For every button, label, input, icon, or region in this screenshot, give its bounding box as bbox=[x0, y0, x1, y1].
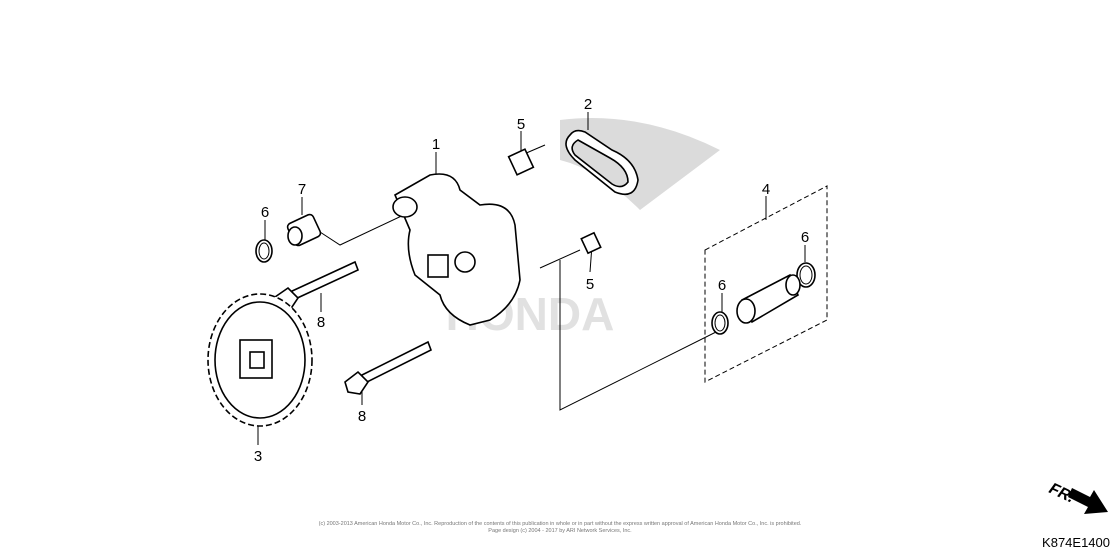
diagram-code: K874E1400 bbox=[1042, 535, 1110, 550]
front-arrow-icon: FR. bbox=[1046, 480, 1108, 514]
driven-gear[interactable] bbox=[207, 293, 313, 427]
oil-pump-body[interactable] bbox=[392, 173, 521, 326]
o-ring[interactable] bbox=[711, 311, 729, 335]
page-design-text: Page design (c) 2004 - 2017 by ARI Netwo… bbox=[488, 528, 632, 534]
callout-4[interactable]: 4 bbox=[762, 181, 770, 198]
callout-6[interactable]: 6 bbox=[718, 277, 726, 294]
relief-valve[interactable] bbox=[736, 273, 801, 324]
callout-5[interactable]: 5 bbox=[517, 116, 525, 133]
copyright-notice: (c) 2003-2013 American Honda Motor Co., … bbox=[300, 521, 820, 535]
dowel-pin[interactable] bbox=[580, 231, 602, 255]
flange-bolt[interactable] bbox=[274, 260, 360, 311]
callout-7[interactable]: 7 bbox=[298, 181, 306, 198]
callout-2[interactable]: 2 bbox=[584, 96, 592, 113]
callout-6[interactable]: 6 bbox=[801, 229, 809, 246]
o-ring[interactable] bbox=[796, 262, 816, 288]
leader-lines bbox=[257, 112, 828, 445]
copyright-text: (c) 2003-2013 American Honda Motor Co., … bbox=[318, 521, 802, 527]
flange-bolt[interactable] bbox=[344, 340, 433, 395]
gasket[interactable] bbox=[565, 129, 639, 196]
collar[interactable] bbox=[286, 213, 322, 247]
callout-5[interactable]: 5 bbox=[586, 276, 594, 293]
o-ring[interactable] bbox=[255, 239, 273, 263]
callout-1[interactable]: 1 bbox=[432, 136, 440, 153]
callout-8[interactable]: 8 bbox=[358, 408, 366, 425]
dowel-pin[interactable] bbox=[507, 148, 535, 176]
callout-6[interactable]: 6 bbox=[261, 204, 269, 221]
callout-8[interactable]: 8 bbox=[317, 314, 325, 331]
callout-3[interactable]: 3 bbox=[254, 448, 262, 465]
